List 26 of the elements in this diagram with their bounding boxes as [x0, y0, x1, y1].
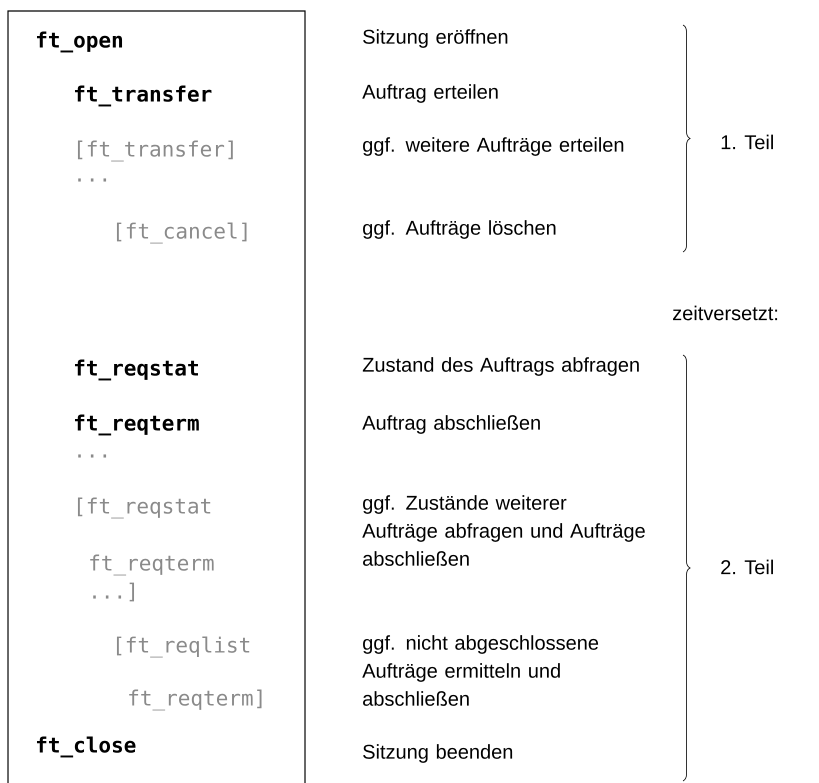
- description-text: Auftrag erteilen: [362, 84, 498, 103]
- code-line: ft_reqterm: [90, 554, 214, 576]
- code-line: ft_close: [37, 736, 136, 758]
- code-line: [ft_reqstat: [78, 498, 210, 518]
- description-text: ggf. Zustände weiterer Aufträge abfragen und Aufträge abschließen: [362, 495, 645, 566]
- code-line: ...]: [93, 582, 134, 602]
- code-line: [ft_reqlist: [116, 636, 250, 658]
- code-line: ft_transfer: [75, 86, 212, 106]
- description-text: Auftrag abschließen: [362, 415, 540, 434]
- code-line: ft_reqterm]: [129, 690, 262, 710]
- note-text: zeitversetzt:: [673, 306, 778, 320]
- description-text: ggf. nicht abgeschlossene Aufträge ermitteln und abschließen: [362, 635, 598, 706]
- code-line: ft_open: [37, 32, 122, 52]
- part-label: 1. Teil: [722, 134, 773, 150]
- part-label: 2. Teil: [721, 560, 773, 574]
- code-line: ft_reqterm: [75, 414, 199, 436]
- description-text: Sitzung eröffnen: [363, 29, 508, 48]
- code-line: ...: [78, 454, 106, 458]
- code-line: ft_reqstat: [75, 360, 198, 380]
- description-text: Sitzung beenden: [363, 744, 512, 763]
- description-text: ggf. Aufträge löschen: [363, 220, 556, 239]
- description-text: ggf. weitere Aufträge erteilen: [363, 137, 624, 156]
- code-line: ...: [78, 178, 106, 182]
- code-line: [ft_transfer]: [78, 140, 233, 162]
- code-line: [ft_cancel]: [116, 222, 246, 244]
- description-text: Zustand des Auftrags abfragen: [362, 357, 639, 376]
